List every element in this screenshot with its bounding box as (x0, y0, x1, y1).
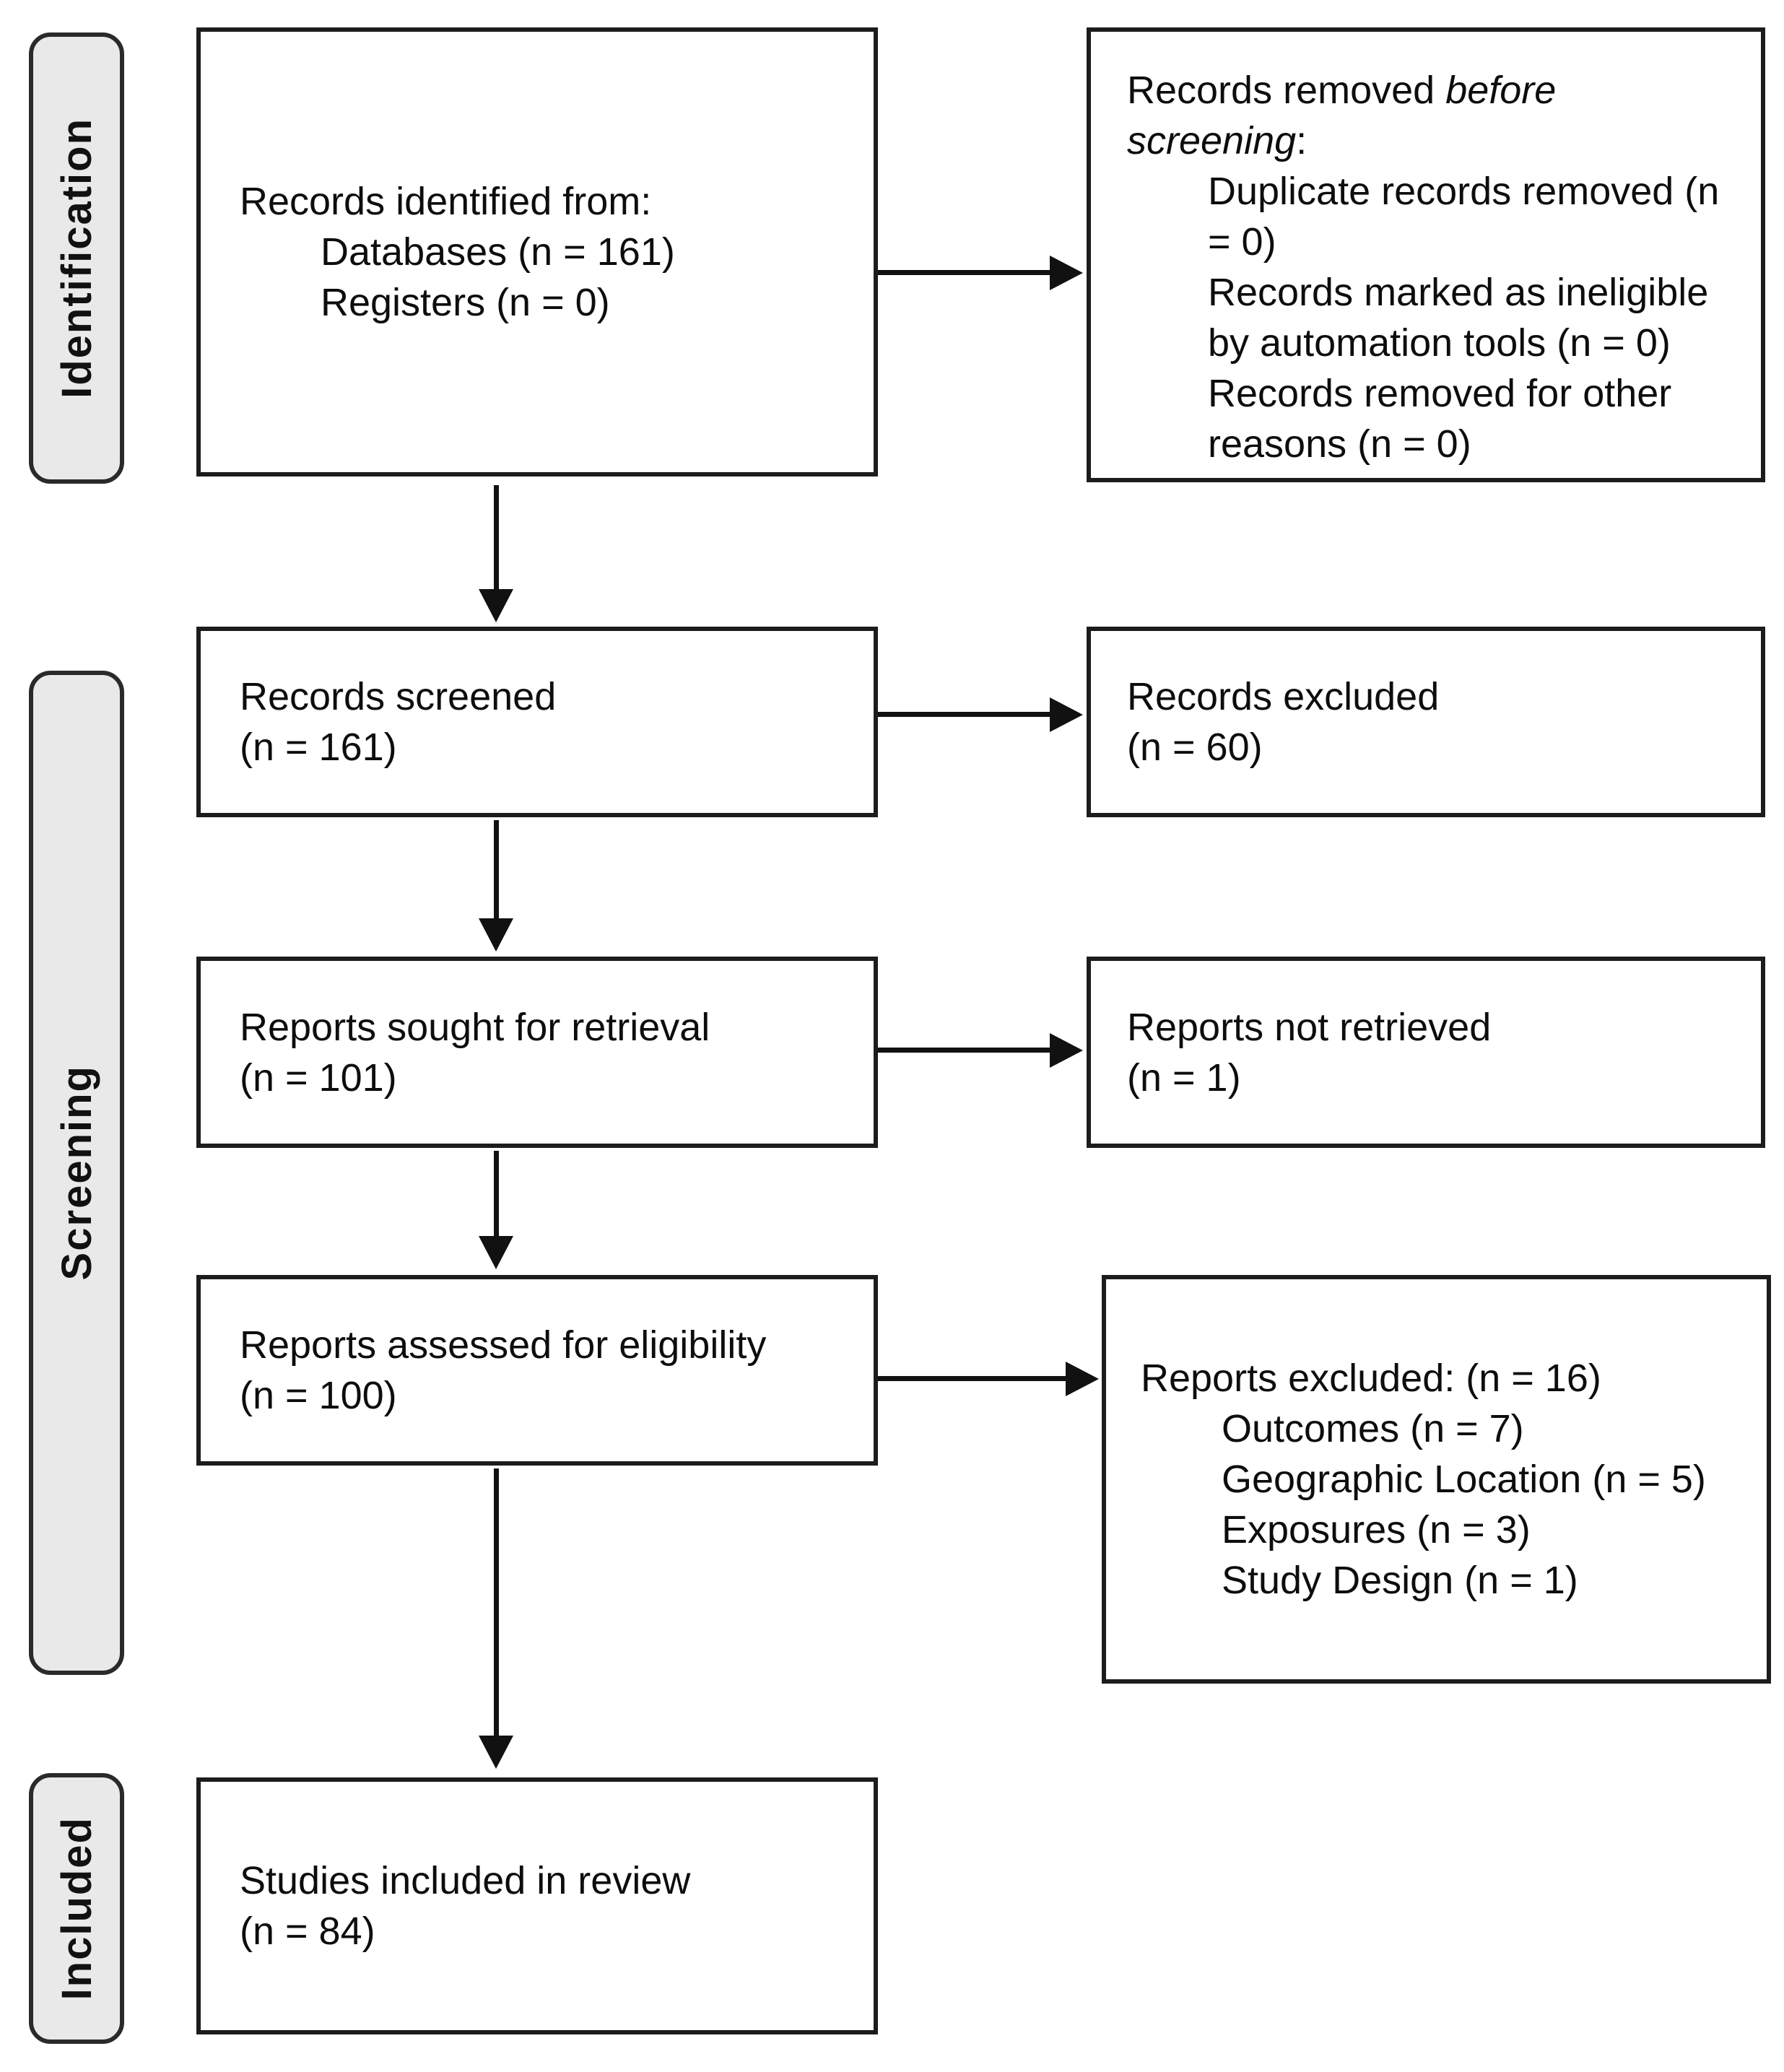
reports-excluded-geographic: Geographic Location (n = 5) (1222, 1458, 1706, 1501)
records-removed-other-reasons: Records removed for other reasons (n = 0… (1208, 372, 1672, 466)
arrow-down-3-line (494, 1151, 499, 1237)
arrow-right-3-head-icon (1050, 1033, 1083, 1068)
records-removed-heading-italic: before screening (1127, 69, 1557, 162)
box-reports-not-retrieved: Reports not retrieved (n = 1) (1087, 957, 1765, 1148)
arrow-right-4-line (878, 1376, 1067, 1381)
stage-label-screening-text: Screening (53, 1065, 100, 1281)
box-records-excluded: Records excluded (n = 60) (1087, 627, 1765, 817)
arrow-down-4-head-icon (479, 1736, 513, 1769)
arrow-down-3-head-icon (479, 1236, 513, 1269)
arrow-down-2-head-icon (479, 918, 513, 952)
arrow-right-1-line (878, 270, 1051, 275)
arrow-right-4-head-icon (1066, 1362, 1099, 1396)
reports-sought-count: (n = 101) (240, 1055, 397, 1100)
box-records-identified: Records identified from: Databases (n = … (196, 27, 878, 476)
reports-not-retrieved-count: (n = 1) (1127, 1055, 1241, 1100)
studies-included-count: (n = 84) (240, 1910, 375, 1953)
reports-assessed-count: (n = 100) (240, 1374, 397, 1417)
arrow-right-3-line (878, 1048, 1051, 1053)
records-identified-heading: Records identified from: (240, 180, 652, 223)
reports-not-retrieved-label: Reports not retrieved (1127, 1005, 1492, 1049)
box-reports-sought: Reports sought for retrieval (n = 101) (196, 957, 878, 1148)
arrow-down-4-line (494, 1468, 499, 1737)
reports-sought-label: Reports sought for retrieval (240, 1005, 710, 1049)
arrow-right-2-line (878, 712, 1051, 717)
box-records-removed-before-screening: Records removed before screening: Duplic… (1087, 27, 1765, 482)
box-records-screened: Records screened (n = 161) (196, 627, 878, 817)
records-removed-automation: Records marked as ineligible by automati… (1208, 271, 1709, 365)
stage-label-identification-text: Identification (53, 118, 100, 399)
records-excluded-label: Records excluded (1127, 675, 1440, 718)
records-removed-heading: Records removed before screening: (1127, 65, 1632, 166)
arrow-down-1-line (494, 485, 499, 591)
stage-label-identification: Identification (29, 32, 124, 484)
box-reports-assessed: Reports assessed for eligibility (n = 10… (196, 1275, 878, 1466)
records-identified-registers: Registers (n = 0) (321, 281, 610, 324)
reports-excluded-study-design: Study Design (n = 1) (1222, 1559, 1578, 1602)
records-removed-heading-suffix: : (1296, 119, 1307, 162)
records-screened-label: Records screened (240, 675, 557, 718)
records-screened-count: (n = 161) (240, 726, 397, 769)
reports-excluded-exposures: Exposures (n = 3) (1222, 1508, 1531, 1551)
studies-included-label: Studies included in review (240, 1859, 691, 1902)
box-studies-included: Studies included in review (n = 84) (196, 1777, 878, 2034)
records-excluded-count: (n = 60) (1127, 726, 1263, 769)
records-removed-duplicates: Duplicate records removed (n = 0) (1208, 170, 1720, 264)
stage-label-included-text: Included (53, 1816, 100, 2001)
records-removed-heading-prefix: Records removed (1127, 69, 1446, 112)
stage-label-screening: Screening (29, 671, 124, 1675)
box-reports-excluded: Reports excluded: (n = 16) Outcomes (n =… (1102, 1275, 1771, 1684)
reports-excluded-outcomes: Outcomes (n = 7) (1222, 1407, 1524, 1450)
records-identified-databases: Databases (n = 161) (321, 230, 675, 274)
arrow-down-2-line (494, 820, 499, 920)
arrow-right-1-head-icon (1050, 256, 1083, 290)
arrow-down-1-head-icon (479, 589, 513, 622)
reports-assessed-label: Reports assessed for eligibility (240, 1323, 767, 1367)
stage-label-included: Included (29, 1773, 124, 2044)
arrow-right-2-head-icon (1050, 697, 1083, 732)
reports-excluded-heading: Reports excluded: (n = 16) (1141, 1357, 1601, 1400)
